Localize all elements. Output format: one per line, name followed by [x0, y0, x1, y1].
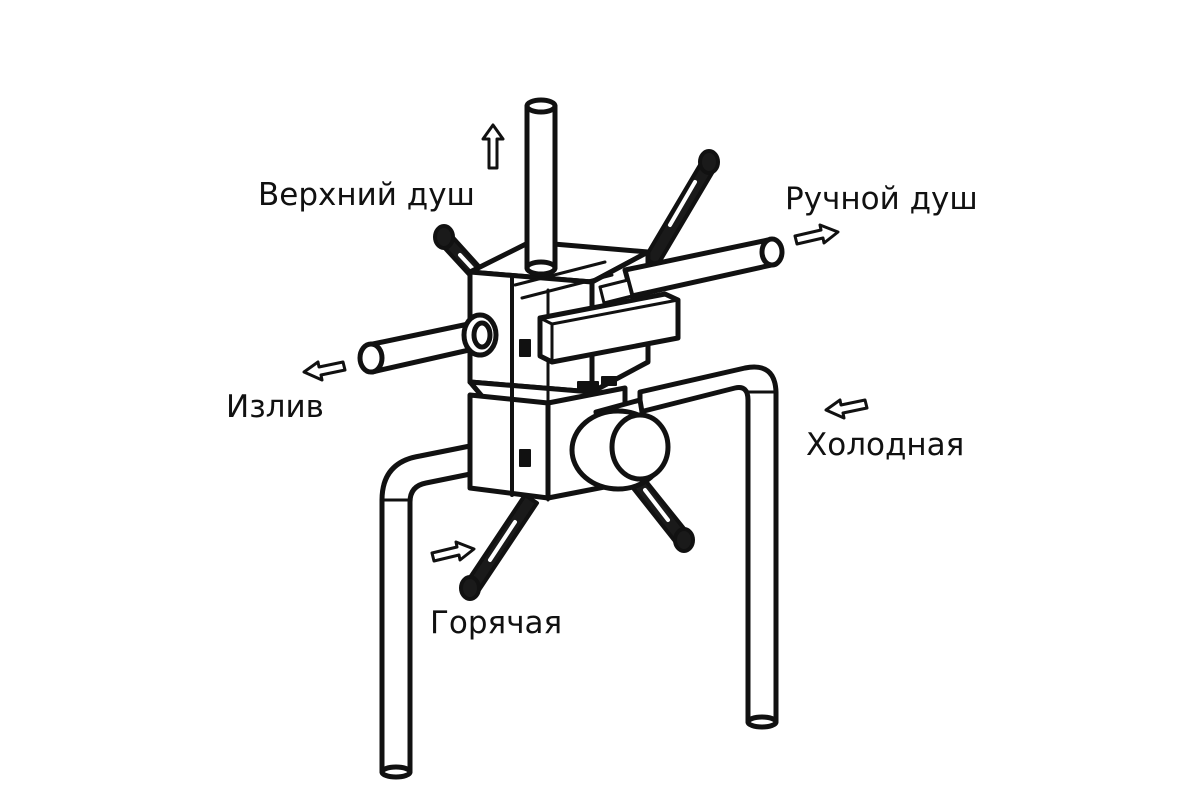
hot-inflow-arrow-icon — [430, 540, 476, 563]
spout-outlet-pipe — [357, 312, 499, 375]
label-top-shower: Верхний душ — [258, 177, 475, 213]
label-cold: Холодная — [806, 427, 965, 463]
top-shower-outlet-pipe — [524, 97, 558, 277]
hand-shower-outlet-pipe — [598, 236, 785, 305]
cold-inflow-arrow-icon — [824, 398, 869, 420]
label-hand-shower: Ручной душ — [785, 181, 978, 217]
top-shower-arrow-icon — [481, 123, 505, 170]
label-spout: Излив — [226, 389, 324, 425]
hand-shower-arrow-icon — [793, 223, 840, 246]
cold-supply-pipe — [637, 364, 779, 730]
mounting-bracket-upper-right — [643, 149, 720, 268]
label-hot: Горячая — [430, 605, 563, 641]
mounting-bracket-lower-left — [459, 493, 539, 601]
diverter-cylinder — [569, 397, 671, 492]
spout-arrow-icon — [302, 360, 347, 382]
